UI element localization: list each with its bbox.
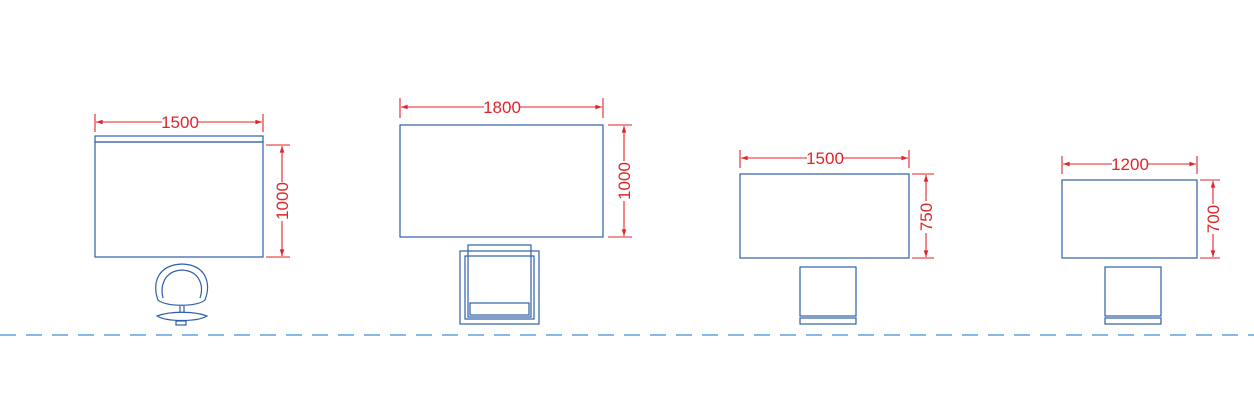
- swivel-chair-icon: [155, 263, 209, 326]
- desk-1-group: 1500 1000: [94, 113, 292, 326]
- desk-3-body: [739, 173, 910, 259]
- desk-3-width-label: 1500: [806, 149, 844, 168]
- desk-4-group: 1200 700: [1061, 155, 1223, 325]
- desk-4-body: [1061, 179, 1198, 259]
- desk-2-height-dimension: 1000: [608, 124, 634, 238]
- desk-2-width-label: 1800: [483, 98, 521, 117]
- desk-2-height-label: 1000: [615, 162, 634, 200]
- desk-1-body: [94, 141, 264, 258]
- desk-1-height-label: 1000: [273, 182, 292, 220]
- desk-3-height-dimension: 750: [912, 173, 936, 259]
- desk-1-top-edge: [94, 135, 264, 143]
- desk-4-height-label: 700: [1204, 205, 1223, 233]
- desk-1-width-dimension: 1500: [94, 113, 264, 132]
- desk-4-height-dimension: 700: [1200, 179, 1223, 259]
- stool-icon: [799, 266, 857, 325]
- desk-2-body: [399, 124, 604, 238]
- desk-2-width-dimension: 1800: [399, 98, 604, 118]
- desk-2-group: 1800 1000: [399, 98, 634, 325]
- desk-1-height-dimension: 1000: [266, 144, 292, 258]
- desk-1-width-label: 1500: [161, 113, 199, 132]
- desk-3-width-dimension: 1500: [739, 149, 910, 168]
- desk-4-width-dimension: 1200: [1061, 155, 1198, 174]
- desk-3-height-label: 750: [917, 203, 936, 231]
- armchair-icon: [459, 244, 540, 325]
- desk-4-width-label: 1200: [1111, 155, 1149, 174]
- desk-3-group: 1500 750: [739, 149, 936, 325]
- stool-icon: [1104, 266, 1162, 325]
